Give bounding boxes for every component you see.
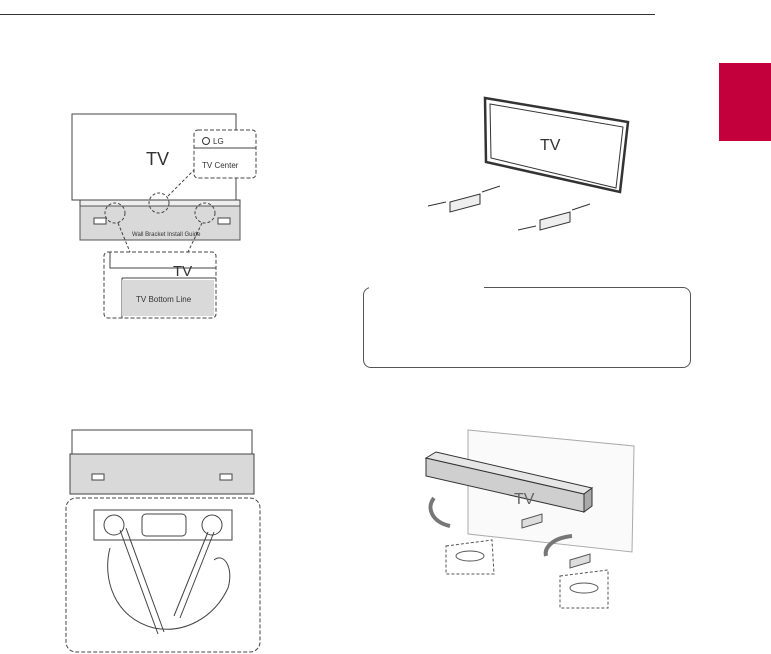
note-box bbox=[363, 282, 691, 368]
header-rule bbox=[0, 14, 655, 15]
tv-bottom-line-label: TV Bottom Line bbox=[136, 295, 192, 304]
guide-label: Wall Bracket Install Guide bbox=[132, 232, 201, 238]
note-box-tab bbox=[369, 282, 484, 294]
figure-attach-brackets: TV bbox=[427, 96, 630, 231]
tv-label: TV bbox=[514, 491, 535, 508]
figure-screw-bracket bbox=[65, 429, 261, 653]
zoom-tv-label: TV bbox=[173, 263, 192, 280]
tv-center-label: TV Center bbox=[202, 161, 239, 170]
figure-install-guide: TV LG TV Center Wall Bracket Install Gui… bbox=[71, 113, 257, 319]
lg-logo-text: LG bbox=[213, 137, 224, 146]
tv-label: TV bbox=[540, 137, 561, 154]
tv-label: TV bbox=[146, 149, 169, 169]
chapter-tab bbox=[719, 63, 771, 141]
figure-soundbar-mount: TV bbox=[424, 429, 635, 609]
